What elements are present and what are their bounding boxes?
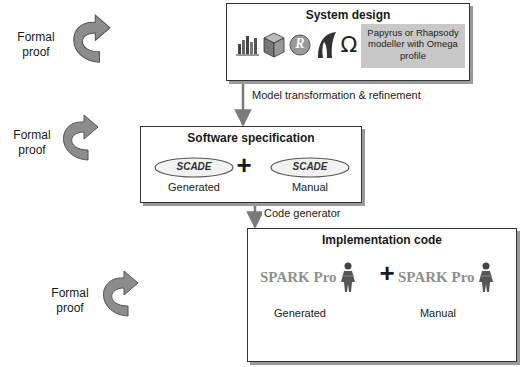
logo-caption: Generated [260,307,340,319]
logo-symbol: Ω [338,32,360,57]
spark-logo: SPARK ProGenerated [260,263,365,335]
edge-label: Model transformation & refinement [250,89,423,101]
edge-label: Code generator [262,207,342,219]
formal-proof-arrow [103,271,138,316]
proof-label: Formal proof [8,30,64,60]
flow-arrow [242,81,245,125]
scade-logo: SCADE Manual [269,157,351,199]
proof-label: Formal proof [42,286,98,316]
logo-letter: R [290,36,310,52]
logo-caption: Generated [153,181,235,193]
formal-proof-arrow [74,15,110,62]
logo-caption: Manual [398,307,478,319]
logo-text: SPARK Pro [260,269,340,286]
plus-sign: + [372,258,402,289]
plus-sign: + [224,150,264,181]
logo-caption: Manual [269,181,351,193]
logo-text: SCADE [269,157,351,177]
box-title: Software specification [141,131,361,145]
spark-logo: SPARK ProManual [398,263,503,335]
flow-arrow [254,203,257,227]
box-title: Implementation code [248,233,516,247]
formal-proof-arrow [63,115,98,160]
proof-label: Formal proof [4,128,60,158]
tool-note: Papyrus or Rhapsody modeller with Omega … [364,27,462,61]
scade-logo: SCADE Generated [153,157,235,199]
box-title: System design [227,8,469,22]
tool-note-box: Papyrus or Rhapsody modeller with Omega … [361,24,465,68]
logo-text: SPARK Pro [398,269,478,286]
stage-box: Implementation codeSPARK ProGeneratedSPA… [247,228,517,362]
logo-text: SCADE [153,157,235,177]
